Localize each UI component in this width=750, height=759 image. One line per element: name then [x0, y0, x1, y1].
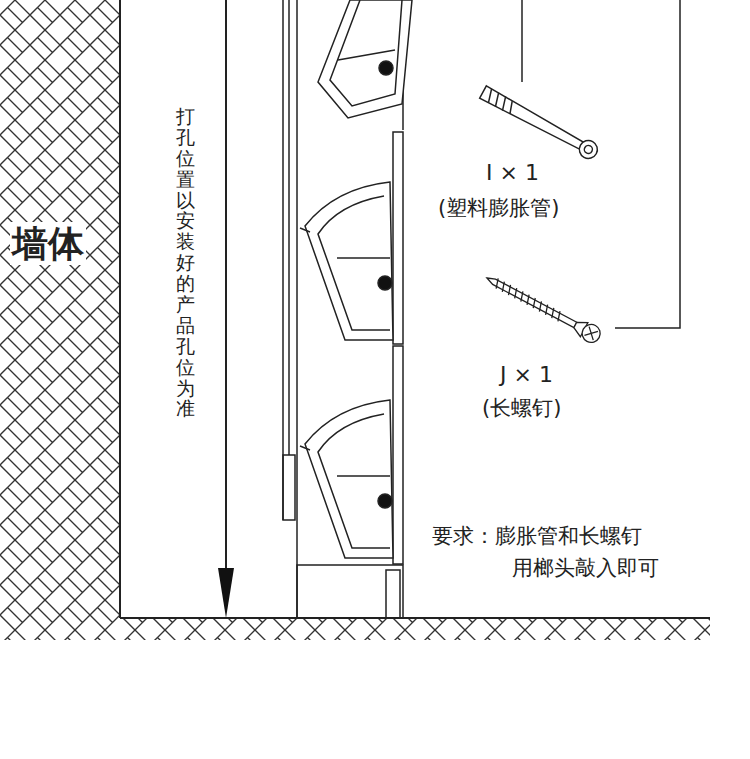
requirement-note: 要求：膨胀管和长螺钉	[432, 524, 642, 549]
part-count: I × 1	[486, 160, 539, 186]
part-count: J × 1	[500, 362, 553, 388]
wall-hatch	[0, 0, 120, 618]
long-screw	[483, 270, 604, 346]
leader-line	[521, 0, 523, 82]
requirement-note: 用榔头敲入即可	[512, 556, 659, 581]
flip-drawer	[300, 400, 393, 558]
leader-line	[615, 0, 680, 328]
wall-line	[119, 0, 121, 618]
floor-hatch	[0, 618, 710, 640]
flip-drawer	[300, 182, 393, 340]
floor-line	[120, 617, 710, 619]
wall-label: 墙体	[10, 222, 86, 265]
height-arrow	[225, 0, 227, 572]
tilted-drawer	[318, 0, 412, 118]
drilling-note: 打孔位置以安装好的产品孔位为准	[176, 106, 195, 419]
part-name: (长螺钉)	[482, 396, 561, 421]
arrow-head	[218, 568, 234, 618]
part-name: (塑料膨胀管)	[438, 196, 559, 221]
expansion-tube	[479, 84, 601, 162]
